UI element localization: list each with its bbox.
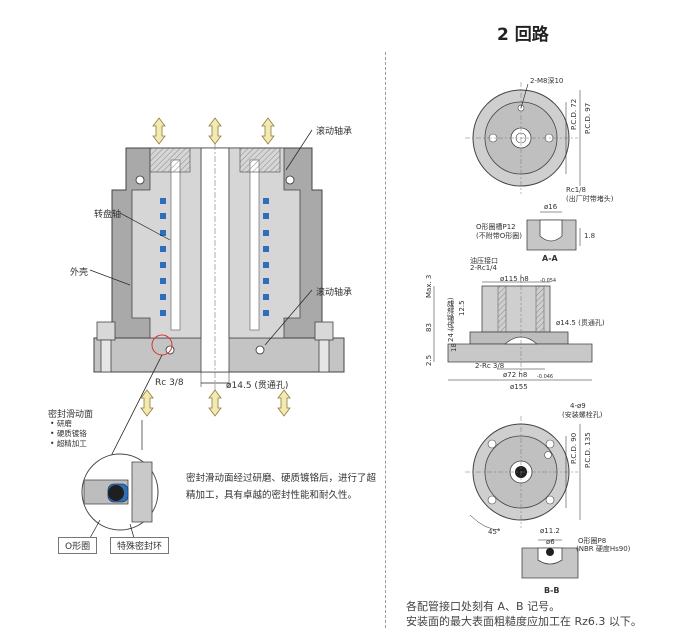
side-port-spec: 2-Rc1/4: [470, 264, 497, 272]
treatment-list: 研磨 硬质镀铬 超精加工: [50, 419, 87, 449]
side-tol72: -0.046: [537, 374, 554, 380]
side-d83: 83: [425, 323, 433, 332]
section-divider: [385, 52, 386, 628]
page-title: 2 回路: [497, 25, 549, 45]
aa-label: A-A: [542, 254, 558, 263]
bb-d6: ø6: [546, 538, 555, 546]
side-d24: 24 (内部流路): [447, 297, 455, 342]
label-rolling-bearing-top: 滚动轴承: [316, 127, 353, 137]
note-line: 各配管接口处刻有 A、B 记号。: [406, 600, 561, 613]
side-d115: ø115 h8: [500, 275, 529, 283]
label-rolling-bearing-bottom: 滚动轴承: [316, 288, 353, 298]
side-d155: ø155: [510, 383, 528, 391]
bb-oring-note: (NBR 硬度Hs90): [576, 545, 631, 553]
aa-groove: O形圈槽P12: [476, 223, 516, 231]
cross-section-drawing: [93, 132, 345, 463]
label-through-hole: ø14.5 (贯通孔): [226, 381, 289, 391]
aa-d16: ø16: [544, 203, 558, 211]
aa-dim18: 1.8: [584, 232, 596, 240]
oring-detail-bb: [521, 539, 579, 579]
label-rc: Rc 3/8: [155, 378, 184, 388]
port-detail-aa: [526, 211, 581, 251]
side-d12: 12.5: [458, 300, 466, 316]
side-view-drawing: [433, 274, 593, 381]
bb-holes-note: (安装螺栓孔): [562, 411, 603, 419]
label-special-seal: 特殊密封环: [110, 537, 170, 554]
side-d25: 2.5: [425, 354, 433, 366]
rotation-arrows: [140, 117, 291, 417]
side-through: ø14.5 (贯通孔): [556, 319, 605, 327]
seal-description: 密封滑动面经过研磨、硬质镀铬后，进行了超精加工，具有卓越的密封性能和耐久性。: [186, 473, 377, 501]
bb-d112: ø11.2: [540, 527, 560, 535]
side-max3: Max. 3: [425, 274, 433, 298]
aa-rc18-note: (出厂时带堵头): [566, 195, 614, 203]
bb-angle: 45°: [488, 528, 501, 536]
bb-pcd135: P.C.D. 135: [584, 432, 592, 468]
aa-pcd97: P.C.D. 97: [584, 102, 592, 134]
note-line: 安装面的最大表面粗糙度应加工在 Rz6.3 以下。: [406, 615, 642, 628]
aa-rc18: Rc1/8: [566, 186, 586, 194]
side-d18: 18: [450, 343, 458, 352]
side-port: 油压接口: [470, 257, 498, 265]
aa-groove-note: (不附带O形圈): [476, 232, 522, 240]
label-sealing-surface: 密封滑动面: [48, 410, 94, 420]
bb-pcd90: P.C.D. 90: [570, 432, 578, 464]
view-aa-drawing: [465, 82, 581, 194]
label-rotary-shaft: 转盘轴: [94, 210, 122, 220]
view-bb-drawing: [465, 416, 581, 531]
seal-detail-view: [81, 453, 159, 539]
bb-holes: 4-ø9: [570, 402, 586, 410]
treatment-item: 超精加工: [50, 439, 87, 449]
label-oring: O形圈: [58, 537, 98, 554]
side-rc38: 2-Rc 3/8: [475, 362, 505, 370]
side-d72: ø72 h8: [503, 371, 528, 379]
bb-label: B-B: [544, 586, 560, 595]
bb-oring: O形圈P8: [578, 537, 607, 545]
aa-tap: 2-M8深10: [530, 77, 564, 85]
label-housing: 外壳: [70, 268, 89, 278]
aa-pcd72: P.C.D. 72: [570, 98, 578, 130]
treatment-item: 硬质镀铬: [50, 429, 87, 439]
treatment-item: 研磨: [50, 419, 87, 429]
side-tol115: -0.054: [540, 278, 557, 284]
